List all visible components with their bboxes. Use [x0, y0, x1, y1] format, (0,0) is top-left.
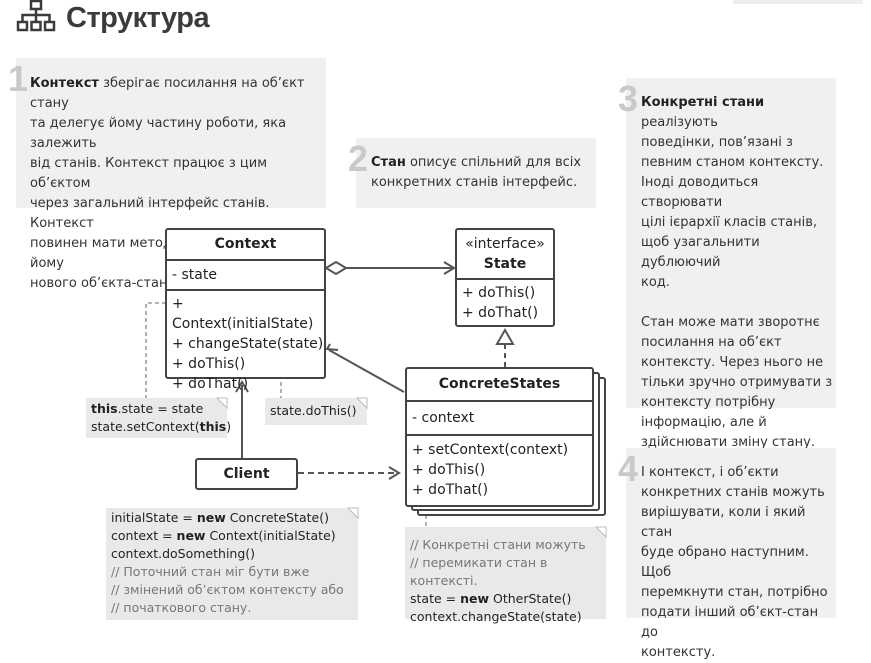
decorative-bar [733, 0, 863, 4]
method-do-this: + doThis() [412, 462, 486, 478]
note-text: І контекст, і об’єкти конкретних станів … [641, 465, 828, 660]
client-concrete-arrowhead [388, 466, 401, 480]
realization-triangle [495, 327, 515, 345]
code-note-concrete: // Конкретні стани можуть // перемикати … [405, 527, 606, 624]
note-number: 3 [618, 78, 639, 119]
class-methods: + doThis() + doThat() [457, 280, 553, 323]
note-text: Стан описує спільний для всіх конкретних… [371, 155, 582, 190]
title-text: Структура [66, 1, 210, 34]
concrete-context-arrowhead [325, 343, 339, 351]
stereotype: «interface» [465, 236, 545, 252]
class-fields: - context [407, 402, 592, 436]
field-state: - state [172, 267, 217, 283]
class-name: Client [223, 466, 270, 482]
method-constructor: + Context(initialState) [172, 296, 314, 332]
note-number: 4 [618, 448, 639, 489]
note-number: 1 [8, 58, 29, 99]
concrete-states-class: ConcreteStates - context + setContext(co… [405, 367, 594, 507]
class-fields: - state [167, 261, 324, 291]
note-switching: 4 І контекст, і об’єкти конкретних стані… [618, 448, 836, 660]
state-interface: «interface» State + doThis() + doThat() [455, 228, 555, 327]
note-context: 1 Контекст зберігає посилання на об’єкт … [8, 58, 326, 291]
class-methods: + setContext(context) + doThis() + doTha… [407, 436, 592, 500]
note-state: 2 Стан описує спільний для всіх конкретн… [348, 138, 596, 208]
client-context-arrowhead [235, 380, 249, 393]
method-do-this: + doThis() [172, 356, 246, 372]
method-do-that: + doThat() [172, 376, 249, 392]
code-note-client: initialState = new ConcreteState() conte… [106, 508, 358, 620]
concrete-context-line [328, 349, 405, 393]
class-name: Context [167, 230, 324, 261]
method-set-context: + setContext(context) [412, 442, 569, 458]
client-class: Client [195, 458, 298, 490]
method-change-state: + changeState(state) [172, 336, 324, 352]
note-text: Конкретні стани реалізують поведінки, по… [641, 95, 833, 450]
class-name: ConcreteStates [407, 369, 592, 402]
aggregation-diamond [324, 260, 348, 276]
field-context: - context [412, 410, 475, 426]
aggregation-arrowhead [443, 261, 456, 275]
method-do-that: + doThat() [412, 482, 489, 498]
hierarchy-icon [16, 0, 56, 37]
context-class: Context - state + Context(initialState) … [165, 228, 326, 392]
note-fold-corners [215, 397, 607, 539]
method-do-that: + doThat() [462, 305, 539, 321]
note-text: Контекст зберігає посилання на об’єкт ст… [30, 76, 305, 291]
method-do-this: + doThis() [462, 285, 536, 301]
class-methods: + Context(initialState) + changeState(st… [167, 291, 324, 394]
note-concrete-states: 3 Конкретні стани реалізують поведінки, … [618, 78, 836, 450]
code-note-context-state: this.state = state state.setContext(this… [86, 398, 231, 438]
context-note-connector [145, 302, 166, 400]
code-note-do-this: state.doThis() [265, 398, 367, 425]
class-header: «interface» State [457, 230, 553, 280]
note-number: 2 [348, 138, 369, 179]
page-title: Структура [16, 0, 210, 37]
class-name: State [483, 256, 527, 272]
